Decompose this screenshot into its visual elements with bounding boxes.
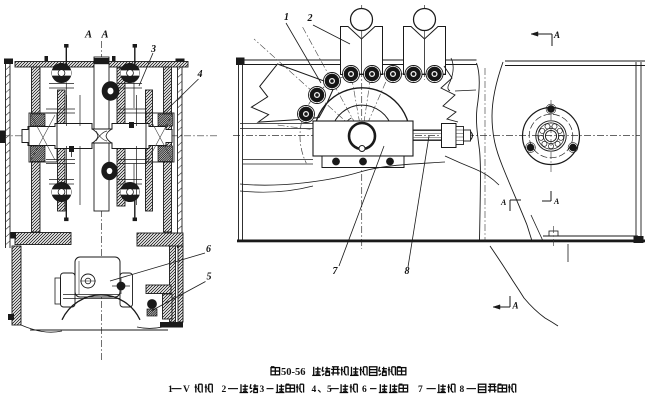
svg-text:A: A xyxy=(84,30,92,41)
svg-text:A: A xyxy=(553,30,560,40)
svg-text:A: A xyxy=(553,197,560,206)
svg-text:7: 7 xyxy=(418,385,423,395)
svg-text:4: 4 xyxy=(197,69,203,80)
svg-text:8: 8 xyxy=(405,266,410,277)
svg-text:3: 3 xyxy=(260,385,265,395)
svg-text:V: V xyxy=(183,385,190,395)
svg-text:5: 5 xyxy=(207,272,212,283)
svg-text:A: A xyxy=(512,301,519,311)
svg-text:6: 6 xyxy=(362,385,367,395)
svg-text:6: 6 xyxy=(206,244,211,255)
svg-text:2: 2 xyxy=(222,385,227,395)
svg-text:4: 4 xyxy=(312,385,317,395)
svg-text:1: 1 xyxy=(168,385,173,395)
svg-text:、5: 、5 xyxy=(318,385,333,395)
svg-text:7: 7 xyxy=(333,266,339,277)
svg-text:50-56: 50-56 xyxy=(281,367,306,378)
svg-text:8: 8 xyxy=(460,385,465,395)
svg-text:2: 2 xyxy=(307,13,313,24)
svg-text:A: A xyxy=(500,198,507,207)
svg-text:1: 1 xyxy=(284,12,289,23)
svg-text:A: A xyxy=(101,30,109,41)
svg-text:3: 3 xyxy=(150,44,156,55)
